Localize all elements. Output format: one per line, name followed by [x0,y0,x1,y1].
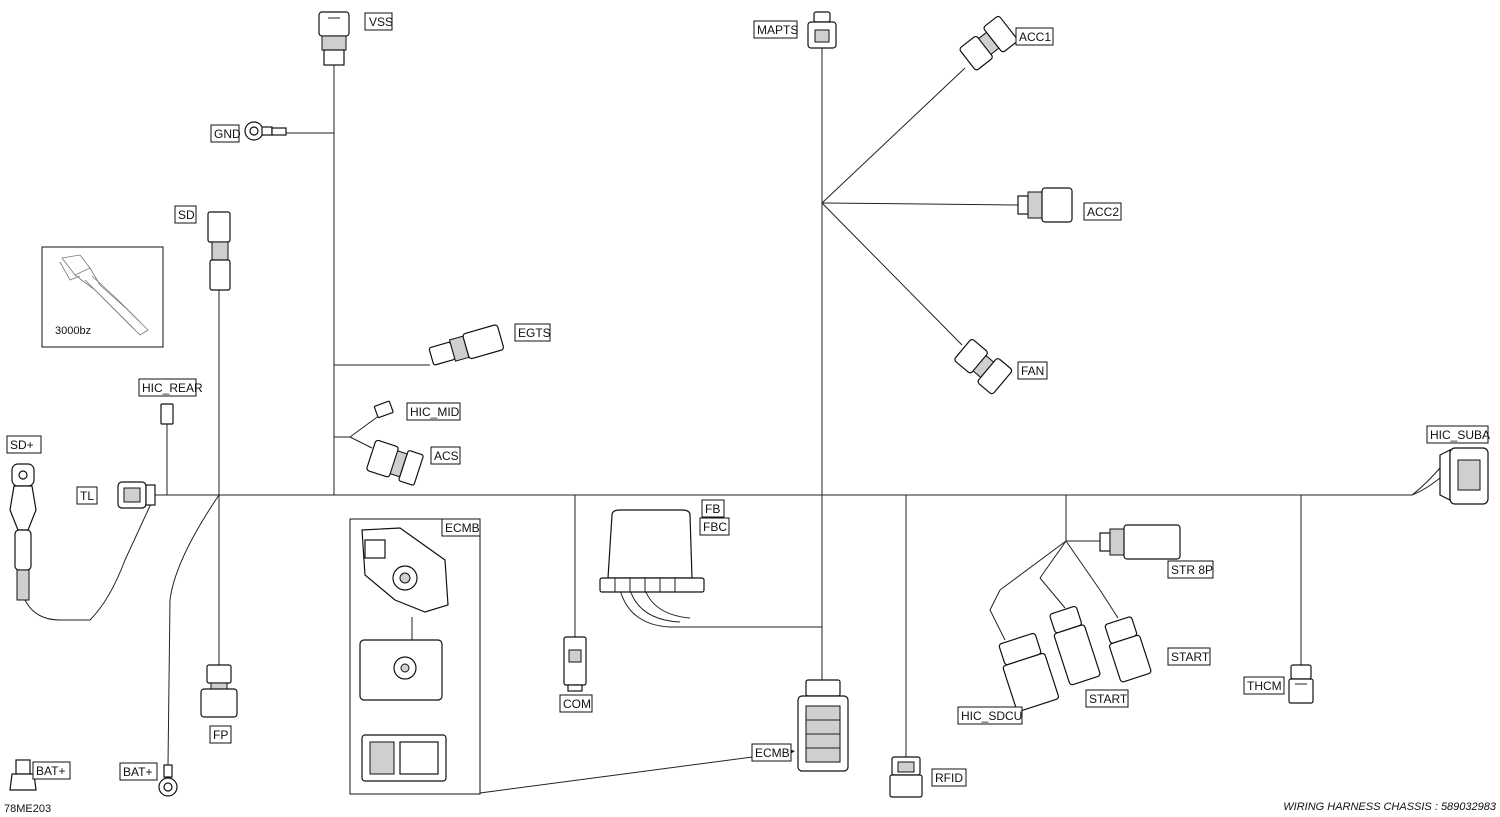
tl-connector-icon [117,481,156,509]
svg-text:SD: SD [178,208,195,222]
label-ecmb: ECMB [751,743,792,762]
label-fan: FAN [1017,361,1048,380]
svg-text:FB: FB [705,502,720,516]
label-sd-plus: SD+ [6,435,42,454]
svg-text:ECMB: ECMB [445,521,480,535]
inset-caption: 3000bz [55,325,91,337]
ecmb-connector-icon [797,679,849,772]
label-rfid: RFID [931,768,967,787]
svg-text:START: START [1089,692,1128,706]
svg-text:MAPTS: MAPTS [757,23,798,37]
footer-title: WIRING HARNESS CHASSIS : 589032983 [1283,801,1497,813]
svg-text:EGTS: EGTS [518,326,551,340]
label-tl: TL [76,486,98,505]
svg-text:ACS: ACS [434,449,459,463]
sd-connector-icon [207,211,231,291]
label-fbc: FBC [699,517,730,536]
thcm-connector-icon [1288,664,1314,704]
svg-text:RFID: RFID [935,771,963,785]
svg-text:START: START [1171,650,1210,664]
svg-text:HIC_REAR: HIC_REAR [142,381,203,395]
fp-connector-icon [200,664,238,718]
ecmb-part-lower-icon [361,734,447,782]
acs-connector-icon [366,439,424,486]
hic-mid-connector-icon [373,400,394,419]
label-start-2: START [1167,647,1211,666]
ecmb-part-upper-icon [361,527,449,613]
rfid-connector-icon [889,756,923,798]
svg-text:COM: COM [563,697,591,711]
egts-connector-icon [428,324,505,366]
start-1-connector-icon [1049,605,1101,686]
label-egts: EGTS [514,323,551,342]
bat-plus-left-terminal-icon [9,759,37,791]
fan-connector-icon [954,339,1013,395]
label-fb: FB [701,499,725,518]
acc1-connector-icon [959,15,1018,71]
com-connector-icon [563,636,587,692]
mapts-connector-icon [807,11,837,49]
inset-part-illustration-icon [59,254,149,336]
hic-rear-connector-icon [160,403,174,425]
ecmb-part-middle-icon [359,617,443,701]
svg-text:VSS: VSS [369,15,393,29]
label-bat-plus-left: BAT+ [32,761,71,780]
label-vss: VSS [364,12,393,31]
label-bat-plus-mid: BAT+ [119,762,158,781]
hic-suba-connector-icon [1439,447,1489,505]
label-gnd: GND [210,124,241,143]
harness-wires [24,47,1441,794]
label-hic-mid: HIC_MID [406,402,461,421]
svg-text:BAT+: BAT+ [36,764,65,778]
svg-text:ECMB: ECMB [755,746,790,760]
sd-plus-terminal-icon [9,463,37,601]
str8p-connector-icon [1099,524,1181,560]
svg-text:ACC2: ACC2 [1087,205,1119,219]
svg-text:GND: GND [214,127,241,141]
image-code: 78ME203 [4,803,51,815]
label-hic-suba: HIC_SUBA [1426,425,1490,444]
svg-text:HIC_SDCU: HIC_SDCU [961,709,1022,723]
svg-text:TL: TL [80,489,94,503]
svg-text:HIC_MID: HIC_MID [410,405,460,419]
svg-text:HIC_SUBA: HIC_SUBA [1430,428,1490,442]
label-str8p: STR 8P [1167,560,1214,579]
bat-plus-mid-ring-terminal-icon [158,764,178,797]
fuse-box-icon [599,509,705,593]
label-sd: SD [174,205,197,224]
hic-sdcu-connector-icon [998,632,1060,712]
svg-text:SD+: SD+ [10,438,34,452]
vss-connector-icon [318,11,350,66]
ecmb-detail-frame [349,518,481,795]
label-ecmb-box: ECMB [441,518,481,537]
label-thcm: THCM [1243,676,1285,695]
label-hic-sdcu: HIC_SDCU [957,706,1023,725]
gnd-ring-terminal-icon [244,121,287,141]
svg-text:ACC1: ACC1 [1019,30,1051,44]
svg-text:FBC: FBC [703,520,727,534]
label-mapts: MAPTS [753,20,798,39]
start-2-connector-icon [1104,616,1152,683]
label-start-1: START [1085,689,1129,708]
label-fp: FP [209,725,232,744]
svg-text:FP: FP [213,728,228,742]
svg-text:STR 8P: STR 8P [1171,563,1213,577]
inset-part-frame [41,246,164,348]
label-com: COM [559,694,593,713]
svg-text:FAN: FAN [1021,364,1044,378]
label-acs: ACS [430,446,461,465]
label-acc2: ACC2 [1083,202,1122,221]
label-hic-rear: HIC_REAR [138,378,203,397]
svg-text:THCM: THCM [1247,679,1282,693]
svg-text:BAT+: BAT+ [123,765,152,779]
acc2-connector-icon [1017,187,1073,223]
label-acc1: ACC1 [1015,27,1054,46]
